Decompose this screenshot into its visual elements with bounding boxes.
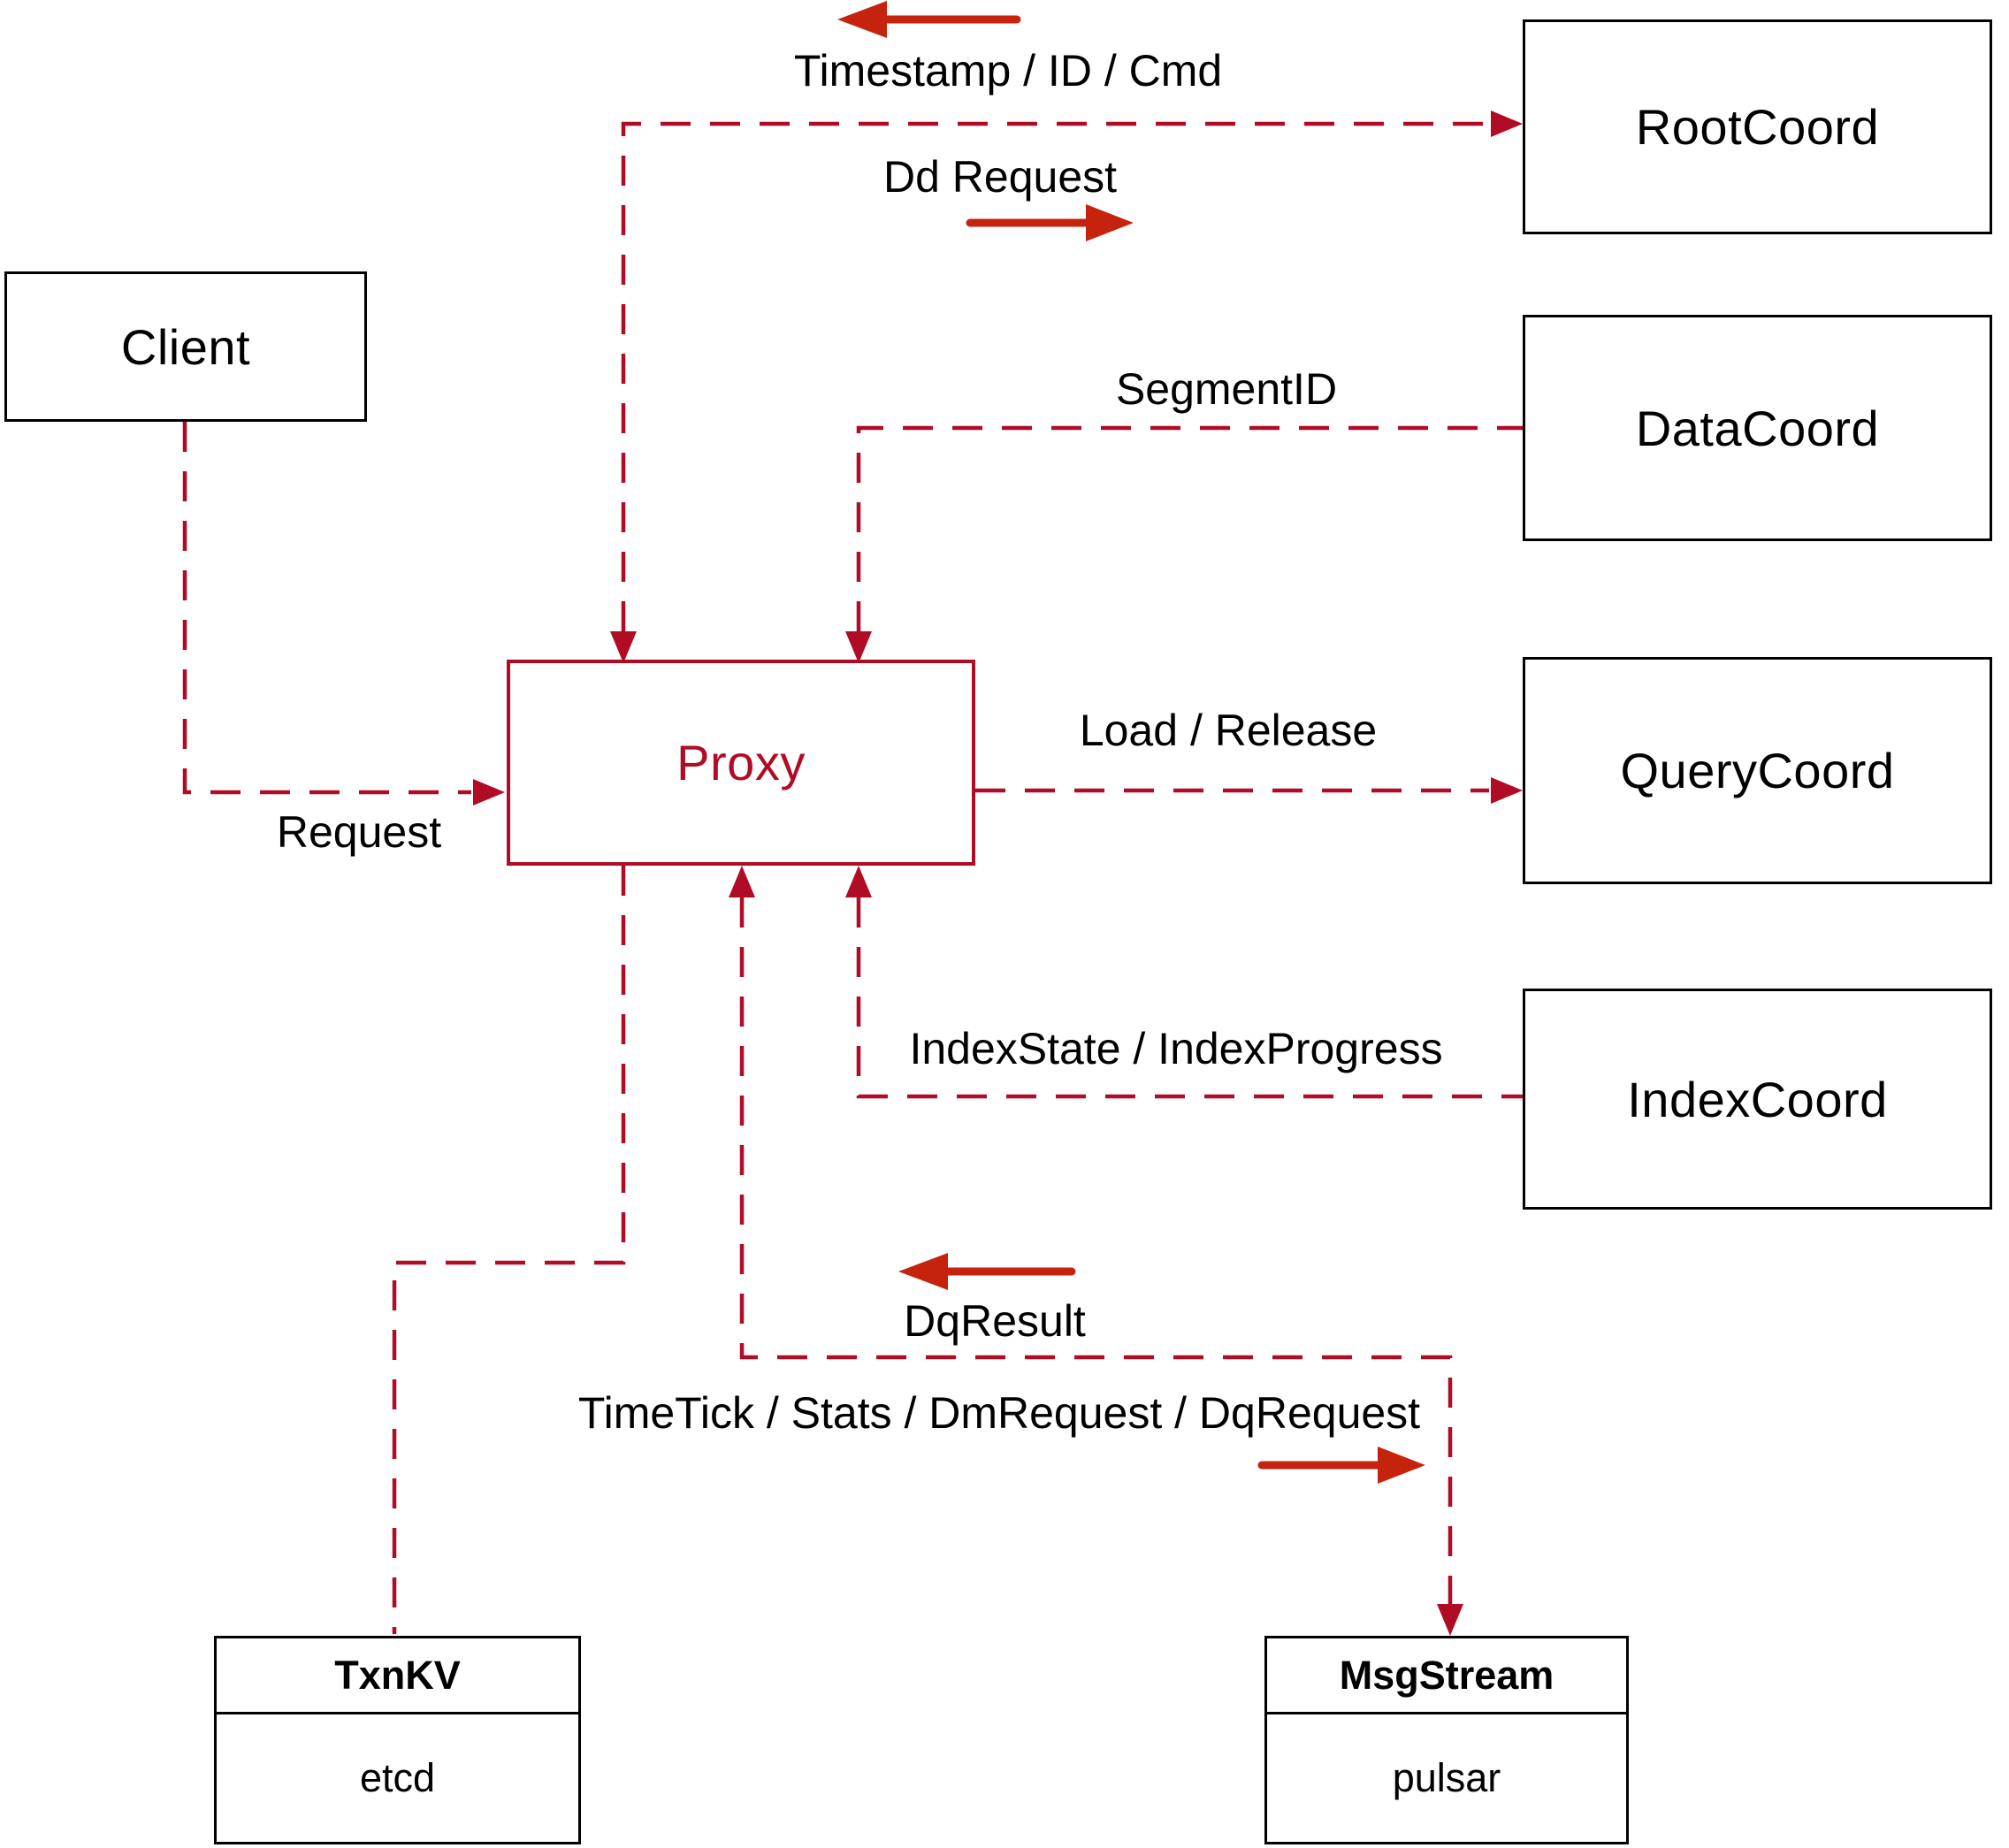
arrowhead-into-rootcoord-icon — [1491, 111, 1523, 137]
edge-client-to-proxy — [182, 422, 505, 806]
arrowhead-into-proxy-top-right-icon — [845, 631, 872, 663]
node-querycoord-label: QueryCoord — [1620, 743, 1895, 798]
edge-label-timestamp-id-cmd: Timestamp / ID / Cmd — [793, 46, 1223, 95]
arrowhead-into-proxy-bottom-center-icon — [729, 866, 755, 897]
rootcoord-dashed-line — [621, 121, 1489, 631]
edge-indexcoord-proxy — [845, 866, 1523, 1099]
arrowhead-into-proxy-top-left-icon — [610, 631, 637, 663]
edge-proxy-txnkv — [392, 866, 626, 1634]
edge-proxy-rootcoord — [610, 111, 1523, 663]
datacoord-dashed-line — [856, 425, 1523, 631]
node-indexcoord: IndexCoord — [1523, 989, 1992, 1210]
edge-label-load-release: Load / Release — [1079, 706, 1378, 755]
edge-datacoord-proxy — [845, 425, 1523, 663]
flow-arrow-timetick-right-icon — [1257, 1447, 1425, 1484]
node-msgstream-cell: pulsar — [1392, 1755, 1501, 1800]
arrowhead-into-querycoord-icon — [1491, 777, 1523, 804]
txnkv-dashed-line — [392, 866, 626, 1634]
flow-arrow-timestamp-left-icon — [837, 1, 1021, 38]
node-msgstream-header: MsgStream — [1267, 1638, 1626, 1714]
node-datacoord: DataCoord — [1523, 315, 1992, 541]
node-indexcoord-label: IndexCoord — [1627, 1071, 1888, 1127]
edge-label-request: Request — [276, 807, 442, 857]
node-datacoord-label: DataCoord — [1635, 400, 1880, 456]
edge-label-timetick: TimeTick / Stats / DmRequest / DqRequest — [577, 1388, 1421, 1438]
edge-label-dd-request: Dd Request — [882, 152, 1118, 202]
node-txnkv-cell: etcd — [359, 1755, 436, 1800]
node-proxy-label: Proxy — [676, 735, 806, 790]
node-client: Client — [4, 271, 367, 422]
node-rootcoord-label: RootCoord — [1635, 99, 1880, 155]
msgstream-dashed-line — [739, 897, 1453, 1604]
node-proxy: Proxy — [507, 660, 975, 866]
edge-proxy-msgstream — [729, 866, 1463, 1636]
node-txnkv-header: TxnKV — [217, 1638, 578, 1714]
node-rootcoord: RootCoord — [1523, 19, 1992, 234]
edge-label-segment-id: SegmentID — [1115, 364, 1338, 414]
indexcoord-dashed-line — [856, 897, 1523, 1099]
node-querycoord: QueryCoord — [1523, 657, 1992, 884]
edge-label-index-state: IndexState / IndexProgress — [909, 1024, 1443, 1073]
edge-proxy-querycoord — [975, 777, 1523, 804]
node-client-label: Client — [120, 318, 251, 375]
node-msgstream: MsgStream pulsar — [1264, 1636, 1629, 1844]
flow-arrow-dd-request-right-icon — [966, 204, 1134, 241]
arrowhead-into-msgstream-icon — [1437, 1604, 1463, 1636]
flow-arrow-dqresult-left-icon — [898, 1253, 1076, 1290]
edge-label-dq-result: DqResult — [904, 1296, 1086, 1346]
arrowhead-into-proxy-bottom-right-icon — [845, 866, 872, 897]
node-txnkv: TxnKV etcd — [214, 1636, 581, 1844]
request-dashed-line — [182, 422, 471, 795]
arrowhead-into-proxy-left-icon — [473, 779, 505, 806]
